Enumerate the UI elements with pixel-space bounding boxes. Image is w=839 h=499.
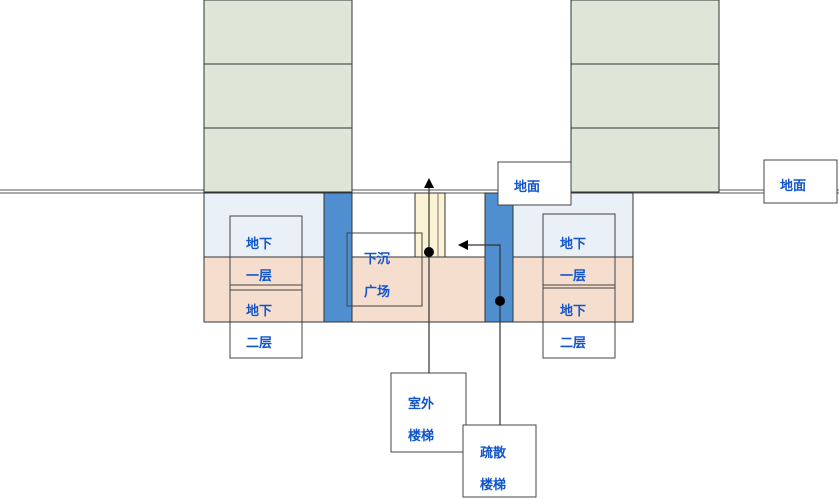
svg-text:地下: 地下 xyxy=(560,236,586,252)
svg-text:二层: 二层 xyxy=(560,336,586,351)
label-b1-right: 地下 一层 xyxy=(542,213,616,289)
label-b1-left: 地下 一层 xyxy=(229,215,303,291)
evac-stair-callout: 疏散 楼梯 xyxy=(458,240,537,498)
plaza-shaft xyxy=(414,192,446,258)
label-sunken-plaza: 下沉 广场 xyxy=(346,232,423,307)
label-b2-right: 地下 二层 xyxy=(542,284,616,359)
label-ground-right: 地面 xyxy=(763,159,838,204)
svg-text:疏散: 疏散 xyxy=(480,445,507,461)
svg-text:室外: 室外 xyxy=(408,396,434,412)
outdoor-stair-callout: 室外 楼梯 xyxy=(390,178,467,453)
svg-text:一层: 一层 xyxy=(246,269,272,284)
svg-text:楼梯: 楼梯 xyxy=(408,428,434,444)
left-tower xyxy=(203,0,353,193)
svg-text:地面: 地面 xyxy=(514,179,540,195)
svg-text:一层: 一层 xyxy=(560,269,586,284)
svg-text:地下: 地下 xyxy=(560,303,586,319)
svg-text:地面: 地面 xyxy=(780,178,806,194)
basement-b1-left xyxy=(203,192,325,258)
stair-shaft-left xyxy=(323,192,353,323)
svg-text:下沉: 下沉 xyxy=(364,251,390,267)
label-ground-left: 地面 xyxy=(497,161,572,206)
svg-text:二层: 二层 xyxy=(246,336,272,351)
svg-text:地下: 地下 xyxy=(246,236,272,252)
svg-text:楼梯: 楼梯 xyxy=(480,477,506,493)
svg-text:广场: 广场 xyxy=(364,284,390,300)
svg-text:地下: 地下 xyxy=(246,303,272,319)
right-tower xyxy=(570,0,720,193)
label-b2-left: 地下 二层 xyxy=(229,284,303,359)
